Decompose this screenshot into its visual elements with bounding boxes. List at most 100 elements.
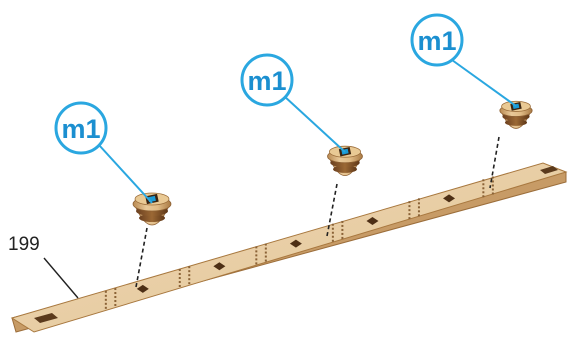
joint-dot: [491, 180, 494, 183]
part-number-label: 199: [8, 234, 40, 255]
leader-line-left: [98, 144, 153, 204]
joint-dot: [178, 284, 181, 287]
joint-dot: [408, 209, 411, 212]
joint-dot: [482, 179, 485, 182]
joint-dot: [408, 205, 411, 208]
joint-dot: [178, 280, 181, 283]
callout-left: m1: [54, 101, 108, 155]
callout-middle: m1: [240, 53, 294, 107]
joint-dot: [417, 214, 420, 217]
joint-dot: [408, 213, 411, 216]
strip-square-hole: [136, 284, 149, 293]
joint-dot: [114, 288, 117, 291]
leader-line-right: [451, 59, 517, 107]
joint-dot: [264, 243, 267, 246]
joint-dot: [341, 236, 344, 239]
part-number-group: 199: [8, 234, 79, 299]
peg-middle: [327, 145, 363, 177]
pegs: [132, 100, 533, 226]
joint-dot: [482, 191, 485, 194]
joint-dot: [188, 282, 191, 285]
strip-square-hole: [443, 194, 456, 203]
strip-joint-marks: [482, 176, 494, 198]
strip-joint-marks: [331, 220, 344, 242]
strip-end-slot-left: [34, 313, 58, 323]
strip-joint-marks: [104, 288, 117, 309]
peg-band: [504, 119, 528, 126]
joint-dot: [482, 183, 485, 186]
callout-circle-icon: [240, 53, 294, 107]
joint-dot: [341, 228, 344, 231]
joint-dot: [331, 231, 334, 234]
joint-dot: [331, 235, 334, 238]
joint-dot: [331, 239, 334, 242]
callout-circle-icon: [54, 101, 108, 155]
joint-dot: [255, 258, 258, 261]
peg-right: [499, 100, 533, 129]
callout-right: m1: [410, 13, 464, 67]
joint-dot: [491, 188, 494, 191]
peg-band: [139, 214, 165, 222]
joint-dot: [264, 259, 267, 262]
joint-dot: [188, 278, 191, 281]
strip-details: [104, 176, 494, 309]
callout-label: m1: [417, 26, 456, 56]
strip-joint-marks: [178, 266, 191, 287]
joint-dot: [104, 302, 107, 305]
joint-dot: [491, 192, 494, 195]
strip-joint-marks: [408, 198, 420, 220]
wooden-strip: [10, 162, 568, 333]
peg-band: [333, 165, 357, 173]
joint-dot: [341, 232, 344, 235]
joint-dot: [114, 292, 117, 295]
joint-dot: [491, 176, 494, 179]
joint-dot: [417, 206, 420, 209]
part-number-leader: [43, 257, 79, 299]
guide-line-middle: [326, 183, 338, 237]
joint-dot: [417, 198, 420, 201]
joint-dot: [264, 255, 267, 258]
joint-dot: [417, 202, 420, 205]
joint-dot: [482, 195, 485, 198]
strip-end-slot-right: [540, 166, 558, 174]
joint-dot: [188, 270, 191, 273]
joint-dot: [491, 184, 494, 187]
joint-dot: [331, 227, 334, 230]
joint-dot: [341, 220, 344, 223]
strip-joint-marks: [255, 243, 267, 265]
joint-dot: [417, 210, 420, 213]
strip-square-hole: [366, 217, 379, 226]
guide-line-right: [489, 136, 500, 189]
joint-dot: [104, 298, 107, 301]
joint-dot: [264, 247, 267, 250]
guide-lines: [135, 136, 500, 288]
callout-circle-icon: [410, 13, 464, 67]
leader-line-middle: [283, 95, 346, 153]
joint-dot: [255, 262, 258, 265]
joint-dot: [188, 274, 191, 277]
strip-square-hole: [289, 239, 302, 248]
joint-dot: [264, 251, 267, 254]
joint-dot: [178, 272, 181, 275]
guide-line-left: [135, 227, 148, 288]
callout-leaders: [98, 59, 517, 204]
joint-dot: [255, 250, 258, 253]
joint-dot: [341, 224, 344, 227]
joint-dot: [408, 217, 411, 220]
joint-dot: [331, 223, 334, 226]
callout-label: m1: [247, 66, 286, 96]
joint-dot: [114, 304, 117, 307]
peg-left: [132, 192, 172, 226]
joint-dot: [178, 276, 181, 279]
joint-dot: [178, 268, 181, 271]
joint-dot: [104, 306, 107, 309]
strip-square-hole: [213, 262, 226, 271]
joint-dot: [255, 246, 258, 249]
joint-dot: [408, 201, 411, 204]
joint-dot: [104, 294, 107, 297]
joint-dot: [114, 300, 117, 303]
joint-dot: [188, 266, 191, 269]
joint-dot: [104, 290, 107, 293]
callout-label: m1: [61, 114, 100, 144]
